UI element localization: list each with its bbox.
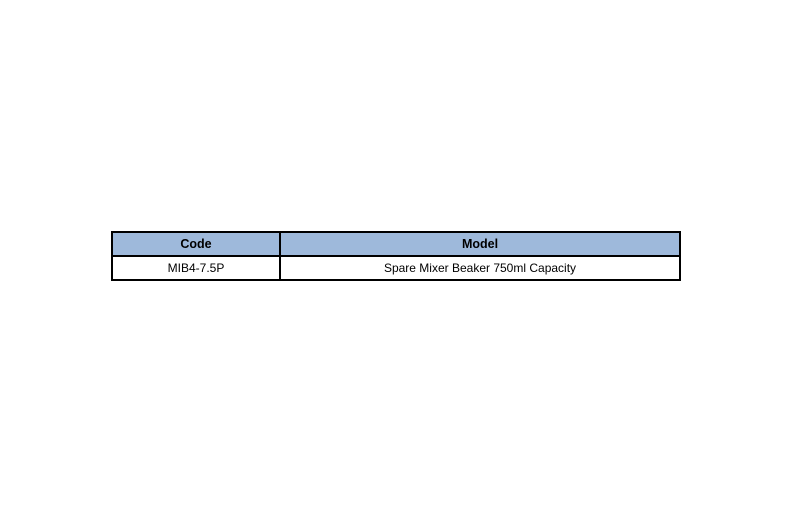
table-header-row: Code Model [111,231,681,257]
table-container: Code Model MIB4-7.5P Spare Mixer Beaker … [111,231,681,281]
table-row: MIB4-7.5P Spare Mixer Beaker 750ml Capac… [111,255,681,281]
cell-model: Spare Mixer Beaker 750ml Capacity [279,255,681,281]
cell-code: MIB4-7.5P [111,255,281,281]
column-header-code: Code [111,231,281,257]
product-table: Code Model MIB4-7.5P Spare Mixer Beaker … [111,231,681,281]
column-header-model: Model [279,231,681,257]
